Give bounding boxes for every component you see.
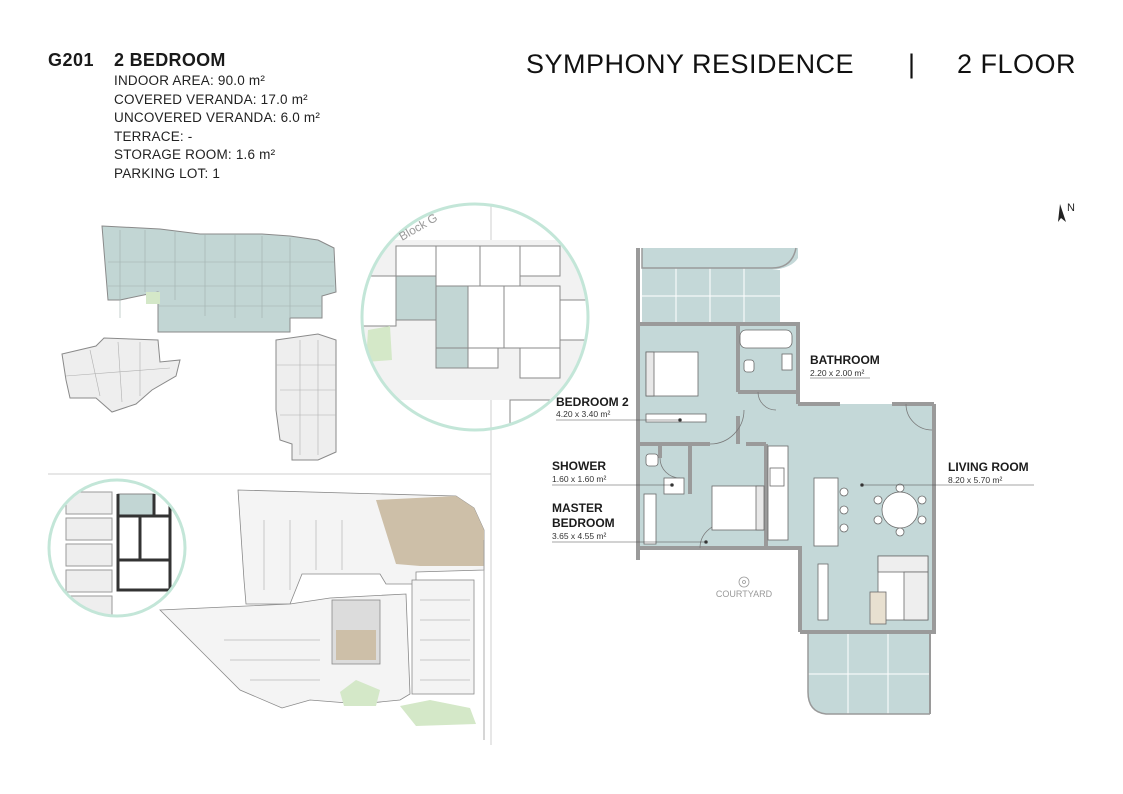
coffee-table bbox=[869, 591, 887, 625]
room-label-bedroom-2: BEDROOM 2 bbox=[556, 395, 629, 409]
room-label-master-line2: BEDROOM bbox=[552, 516, 615, 530]
bed-bedroom-2 bbox=[645, 351, 699, 397]
spec-terrace: TERRACE: - bbox=[114, 128, 193, 144]
key-plan-east-wing bbox=[275, 333, 337, 461]
room-dims-shower: 1.60 x 1.60 m² bbox=[552, 474, 607, 484]
room-label-bathroom: BATHROOM bbox=[810, 353, 880, 367]
veranda-north bbox=[638, 248, 798, 324]
kitchen-island bbox=[813, 477, 839, 547]
key-plan-block-g bbox=[101, 225, 337, 333]
unit-specs: INDOOR AREA: 90.0 m² COVERED VERANDA: 17… bbox=[114, 72, 320, 184]
unit-code: G201 bbox=[48, 50, 95, 70]
site-plan-tan-area bbox=[376, 496, 484, 566]
dining-table bbox=[881, 491, 919, 529]
parking-circle-outline bbox=[47, 478, 187, 618]
spec-uncovered-veranda: UNCOVERED VERANDA: 6.0 m² bbox=[114, 110, 321, 126]
spec-covered-veranda: COVERED VERANDA: 17.0 m² bbox=[114, 91, 308, 107]
room-dims-bedroom-2: 4.20 x 3.40 m² bbox=[556, 409, 611, 419]
room-label-living-room: LIVING ROOM bbox=[948, 460, 1029, 474]
room-dims-living-room: 8.20 x 5.70 m² bbox=[948, 475, 1003, 485]
unit-floor-plan: COURTYARD bbox=[552, 247, 1034, 715]
title-separator: | bbox=[908, 49, 916, 79]
unit-type: 2 BEDROOM bbox=[114, 50, 226, 70]
site-plan-east-block bbox=[411, 579, 475, 695]
zoom-circle: Block G bbox=[360, 202, 590, 432]
block-label: Block G bbox=[397, 210, 440, 243]
project-name: SYMPHONY RESIDENCE bbox=[526, 49, 855, 79]
room-dims-bathroom: 2.20 x 2.00 m² bbox=[810, 368, 865, 378]
courtyard-label: COURTYARD bbox=[716, 589, 773, 599]
site-plan bbox=[159, 489, 485, 740]
spec-parking-lot: PARKING LOT: 1 bbox=[114, 165, 221, 181]
zoom-circle-outline bbox=[360, 202, 590, 432]
key-plan bbox=[61, 225, 337, 461]
kitchen-counter bbox=[767, 445, 789, 541]
bathtub bbox=[739, 329, 793, 349]
spec-storage-room: STORAGE ROOM: 1.6 m² bbox=[114, 147, 276, 163]
floor-label: 2 FLOOR bbox=[957, 49, 1077, 79]
furniture bbox=[643, 329, 929, 625]
room-label-shower: SHOWER bbox=[552, 459, 606, 473]
room-label-master-line1: MASTER bbox=[552, 501, 603, 515]
courtyard-icon bbox=[738, 576, 750, 588]
compass-icon: N bbox=[1058, 202, 1075, 222]
spec-indoor-area: INDOOR AREA: 90.0 m² bbox=[114, 73, 266, 88]
bed-master bbox=[711, 485, 765, 531]
parking-zoom-circle bbox=[47, 478, 187, 618]
svg-text:N: N bbox=[1067, 202, 1075, 214]
room-dims-master: 3.65 x 4.55 m² bbox=[552, 531, 607, 541]
